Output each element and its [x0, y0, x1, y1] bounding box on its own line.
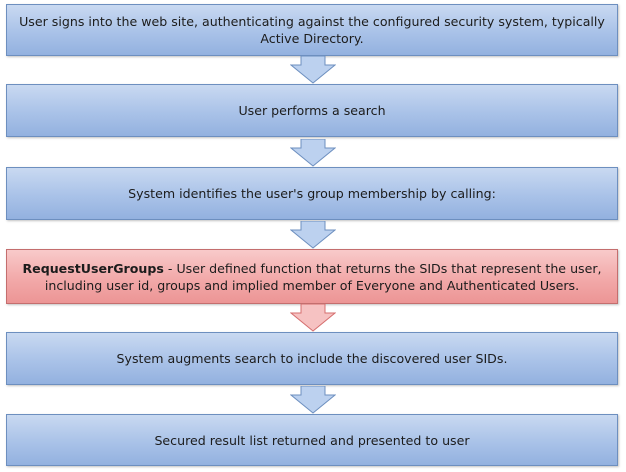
step-return-results-text: Secured result list returned and present…: [154, 432, 470, 448]
step-identify-groups: System identifies the user's group membe…: [6, 167, 618, 220]
step-perform-search: User performs a search: [6, 84, 618, 137]
step-augment-search: System augments search to include the di…: [6, 332, 618, 385]
down-arrow-4: [290, 304, 336, 332]
step-return-results: Secured result list returned and present…: [6, 414, 618, 466]
down-arrow-3: [290, 221, 336, 249]
down-arrow-2: [290, 139, 336, 167]
function-name: RequestUserGroups: [22, 260, 164, 276]
step-request-user-groups: RequestUserGroups - User defined functio…: [6, 249, 618, 304]
step-identify-groups-text: System identifies the user's group membe…: [128, 186, 496, 201]
step-perform-search-text: User performs a search: [238, 103, 386, 118]
step-sign-in: User signs into the web site, authentica…: [6, 4, 618, 56]
step-request-user-groups-text: RequestUserGroups - User defined functio…: [17, 260, 607, 294]
down-arrow-1: [290, 56, 336, 84]
function-description: - User defined function that returns the…: [44, 260, 602, 293]
down-arrow-5: [290, 386, 336, 414]
step-augment-search-text: System augments search to include the di…: [116, 351, 508, 366]
step-sign-in-text: User signs into the web site, authentica…: [19, 14, 605, 46]
